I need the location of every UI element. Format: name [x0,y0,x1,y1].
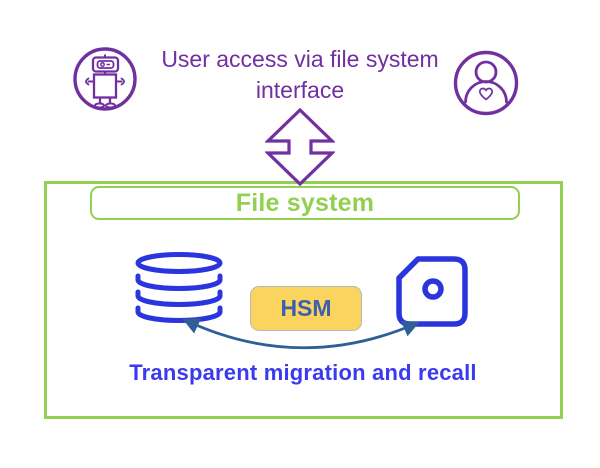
user-icon [453,50,519,116]
migration-caption: Transparent migration and recall [129,360,477,385]
title-line-2: interface [255,77,345,103]
file-system-label: File system [235,188,375,217]
hsm-label: HSM [280,295,332,321]
file-system-label-bar: File system [90,186,520,220]
curved-double-arrow-icon [182,318,420,350]
diagram-title: User access via file system interface [140,44,460,106]
database-icon [135,252,223,323]
double-vertical-arrow-icon [265,108,335,186]
robot-icon [73,47,137,111]
title-line-1: User access via file system [161,46,439,72]
